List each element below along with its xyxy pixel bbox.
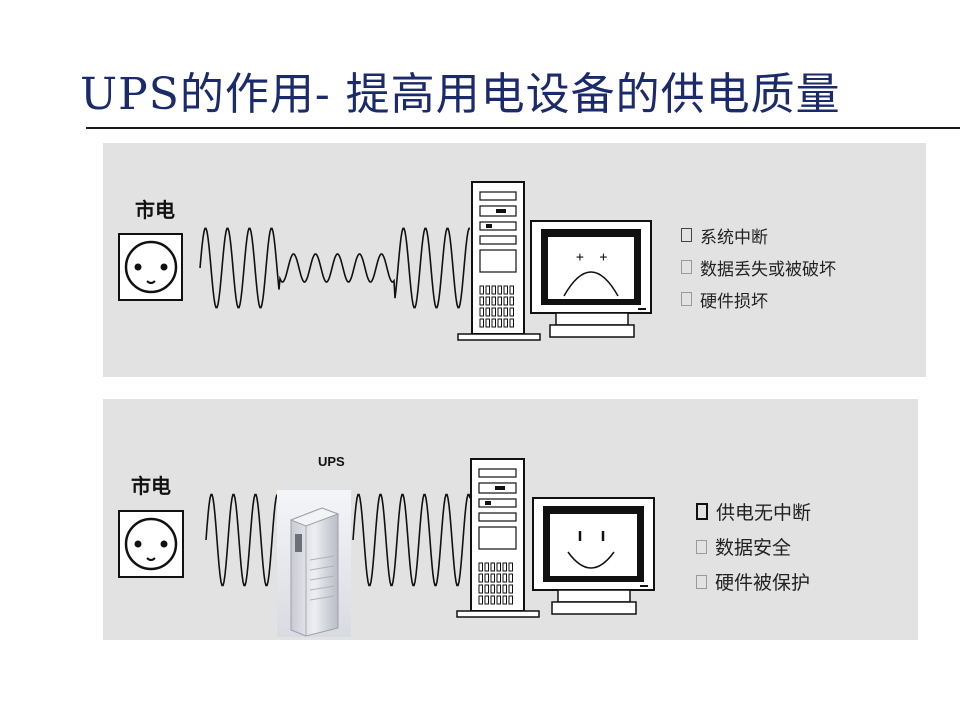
power-outlet-icon xyxy=(119,511,183,577)
list-item: 数据丢失或被破坏 xyxy=(681,251,836,283)
power-outlet-icon xyxy=(119,234,182,300)
list-item: 硬件损坏 xyxy=(681,283,836,315)
list-item: 供电无中断 xyxy=(696,494,811,529)
list-item: 数据安全 xyxy=(696,529,811,564)
raw-power-wave xyxy=(206,495,277,586)
computer-tower-icon xyxy=(458,182,540,340)
clean-power-wave xyxy=(353,495,470,586)
computer-tower-icon xyxy=(457,459,539,617)
screen-eyes: + + xyxy=(576,250,607,265)
mains-power-label: 市电 xyxy=(135,194,175,223)
list-item: 硬件被保护 xyxy=(696,564,811,599)
bottom-effects-list: 供电无中断 数据安全 硬件被保护 xyxy=(696,494,811,599)
ups-unit-icon xyxy=(277,490,351,637)
bullet-icon xyxy=(696,503,708,520)
bullet-icon xyxy=(681,292,692,306)
list-item: 系统中断 xyxy=(681,219,836,251)
ups-label: UPS xyxy=(318,454,345,469)
monitor-icon xyxy=(533,498,654,614)
bullet-icon xyxy=(696,575,707,589)
distorted-power-wave xyxy=(200,228,470,307)
monitor-icon xyxy=(531,221,651,337)
mains-power-label: 市电 xyxy=(131,470,171,499)
bullet-icon xyxy=(696,540,707,554)
bullet-icon xyxy=(681,260,692,274)
top-effects-list: 系统中断 数据丢失或被破坏 硬件损坏 xyxy=(681,219,836,315)
bullet-icon xyxy=(681,228,692,242)
